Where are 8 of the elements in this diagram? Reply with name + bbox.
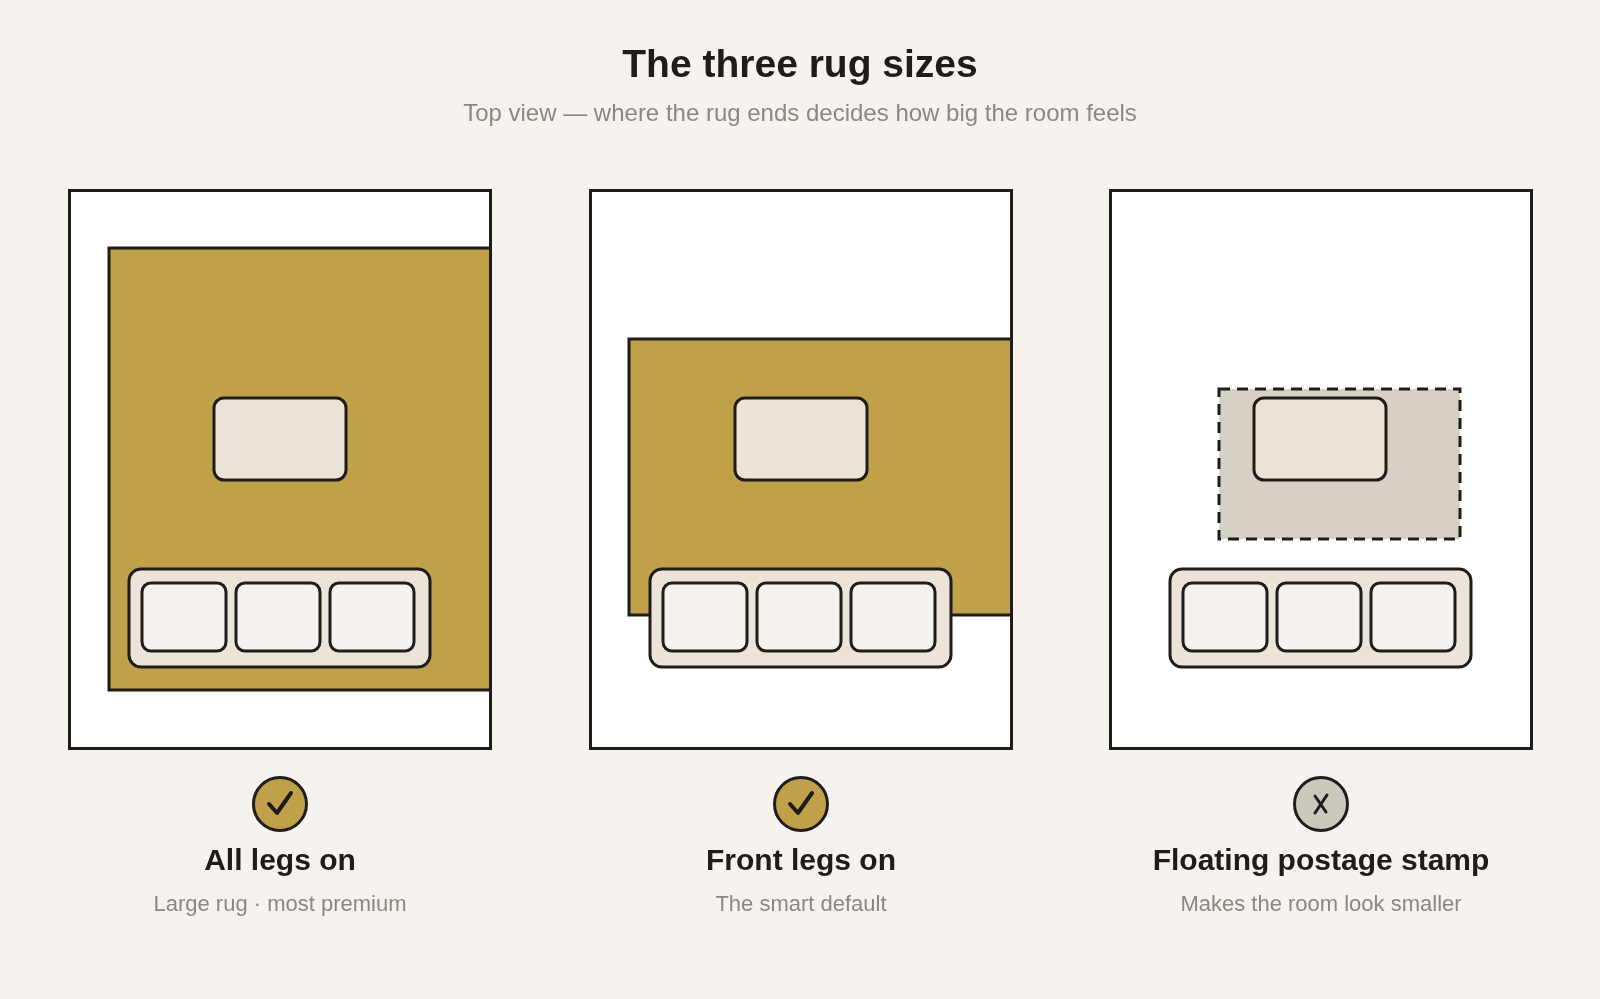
option-title: Floating postage stamp [1152,843,1490,876]
subtitle: Top view — where the rug ends decides how big the room feels [463,99,1137,126]
option-caption: Makes the room look smaller [1180,891,1462,916]
option-title: All legs on [204,843,356,876]
option-title: Front legs on [706,843,896,876]
option-caption: Large rug · most premium [153,891,407,916]
option-caption: The smart default [715,891,887,916]
title: The three rug sizes [622,42,978,85]
